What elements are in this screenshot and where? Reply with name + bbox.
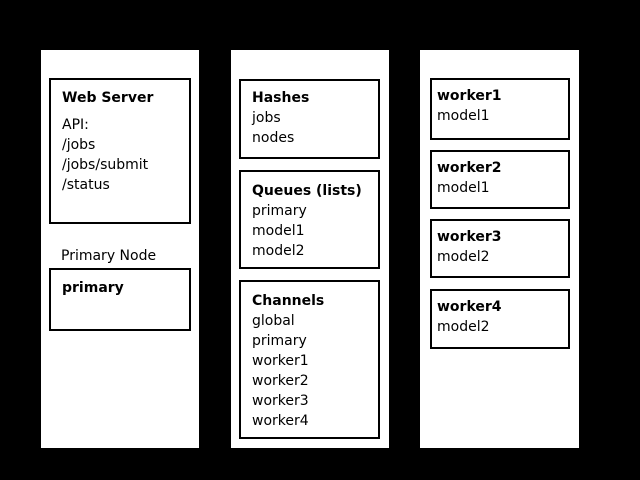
worker4-box-title: worker4 [437,299,502,315]
route-status: /status [62,177,110,193]
worker2-box-title: worker2 [437,160,502,176]
channels-box-title: Channels [252,293,325,309]
worker2-model: model1 [437,180,490,196]
web-server-box: Web Server API: /jobs /jobs/submit /stat… [49,78,191,224]
hash-nodes: nodes [252,130,295,146]
worker2-box: worker2 model1 [430,150,570,209]
queue-primary: primary [252,203,307,219]
api-label: API: [62,117,89,133]
worker4-model: model2 [437,319,490,335]
queue-model1: model1 [252,223,305,239]
workers-panel: worker1 model1 worker2 model1 worker3 mo… [420,50,579,448]
queues-box-title: Queues (lists) [252,183,362,199]
web-server-panel: Web Server API: /jobs /jobs/submit /stat… [41,50,199,448]
route-jobs-submit: /jobs/submit [62,157,149,173]
channels-box: Channels global primary worker1 worker2 … [239,280,380,439]
channel-worker2: worker2 [252,373,309,389]
redis-structures-panel: Hashes jobs nodes Queues (lists) primary… [231,50,389,448]
primary-node-box: primary [49,268,191,331]
channel-global: global [252,313,295,329]
worker3-box: worker3 model2 [430,219,570,278]
route-jobs: /jobs [62,137,96,153]
channel-worker4: worker4 [252,413,309,429]
worker1-model: model1 [437,108,490,124]
worker3-box-title: worker3 [437,229,502,245]
queues-box: Queues (lists) primary model1 model2 [239,170,380,269]
channel-primary: primary [252,333,307,349]
hash-jobs: jobs [252,110,281,126]
worker1-box: worker1 model1 [430,78,570,140]
worker4-box: worker4 model2 [430,289,570,349]
primary-node-box-title: primary [62,280,124,296]
hashes-box: Hashes jobs nodes [239,79,380,159]
worker1-box-title: worker1 [437,88,502,104]
primary-node-label: Primary Node [61,248,157,264]
worker3-model: model2 [437,249,490,265]
channel-worker1: worker1 [252,353,309,369]
web-server-box-title: Web Server [62,90,154,106]
hashes-box-title: Hashes [252,90,310,106]
channel-worker3: worker3 [252,393,309,409]
queue-model2: model2 [252,243,305,259]
